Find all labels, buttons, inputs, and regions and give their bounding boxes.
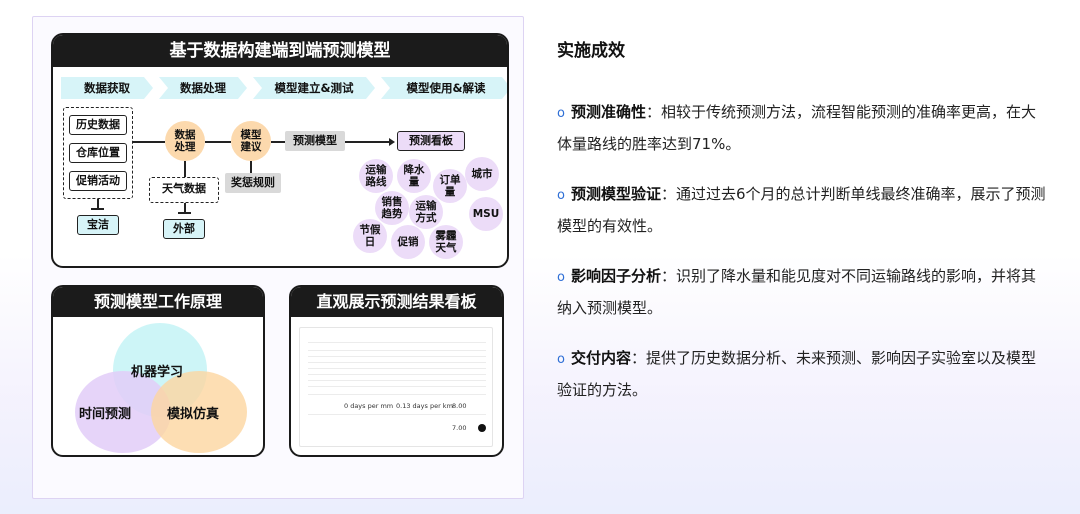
- connector-line: [184, 203, 186, 213]
- venn-sim: [151, 371, 247, 453]
- factor-city: 城市: [465, 157, 499, 191]
- external-source: 外部: [163, 219, 205, 239]
- bullet-circle-icon: o: [557, 352, 565, 367]
- stage-data-processing: 数据处理: [159, 77, 247, 99]
- weather-data: 天气数据: [162, 182, 206, 195]
- stage-bar: 数据获取 数据处理 模型建立&测试 模型使用&解读: [61, 77, 509, 99]
- stage-model-build: 模型建立&测试: [253, 77, 375, 99]
- source-client: 宝洁: [77, 215, 119, 235]
- process-circle: 数据 处理: [165, 121, 205, 161]
- table-row: [308, 414, 486, 415]
- metric-value-7: 7.00: [452, 424, 467, 432]
- factor-smog: 雾霾 天气: [429, 225, 463, 259]
- result-item-validation: o 预测模型验证：通过过去6个月的总计判断单线最终准确率，展示了预测模型的有效性。: [557, 179, 1047, 241]
- board-card: 直观展示预测结果看板 0 days per mm 0.13 days per k…: [289, 285, 504, 457]
- factor-rainfall: 降水 量: [397, 159, 431, 193]
- connector-line: [91, 208, 104, 210]
- source-history-data: 历史数据: [69, 115, 127, 135]
- pipeline-diagram-card: 基于数据构建端到端预测模型 数据获取 数据处理 模型建立&测试 模型使用&解读 …: [51, 33, 509, 268]
- result-text: ：提供了历史数据分析、未来预测、影响因子实验室以及模型验证的方法。: [557, 349, 1036, 399]
- dashboard-screenshot: 0 days per mm 0.13 days per km 8.00 7.00: [299, 327, 493, 447]
- connector-line: [184, 161, 186, 177]
- left-panel: 基于数据构建端到端预测模型 数据获取 数据处理 模型建立&测试 模型使用&解读 …: [32, 16, 524, 499]
- predict-model-box: 预测模型: [285, 131, 345, 151]
- connector-line: [250, 161, 252, 173]
- result-text: ：通过过去6个月的总计判断单线最终准确率，展示了预测模型的有效性。: [557, 185, 1046, 235]
- metric-days-per-mm: 0 days per mm: [344, 402, 394, 410]
- table-row: [308, 362, 486, 363]
- metric-days-per-km: 0.13 days per km: [396, 402, 453, 410]
- table-row: [308, 342, 486, 343]
- factor-promotion: 促销: [391, 225, 425, 259]
- result-label: 影响因子分析: [570, 267, 661, 285]
- dashboard-action-dot: [478, 424, 486, 432]
- connector-line: [133, 141, 165, 143]
- principle-title: 预测模型工作原理: [53, 287, 263, 317]
- result-label: 预测模型验证: [570, 185, 661, 203]
- board-title: 直观展示预测结果看板: [291, 287, 502, 317]
- stage-data-acquisition: 数据获取: [61, 77, 153, 99]
- results-section: 实施成效 o 预测准确性：相较于传统预测方法，流程智能预测的准确率更高，在大体量路…: [557, 36, 1047, 425]
- results-heading: 实施成效: [557, 41, 625, 61]
- connector-line: [345, 141, 389, 143]
- connector-line: [271, 141, 285, 143]
- source-group: [63, 107, 133, 199]
- venn-label-sim: 模拟仿真: [167, 407, 220, 422]
- stage-model-use: 模型使用&解读: [381, 77, 509, 99]
- factor-transport-mode: 运输 方式: [409, 195, 443, 229]
- bullet-circle-icon: o: [557, 188, 565, 203]
- result-item-accuracy: o 预测准确性：相较于传统预测方法，流程智能预测的准确率更高，在大体量路线的胜率达…: [557, 97, 1047, 159]
- bullet-circle-icon: o: [557, 106, 565, 121]
- table-row: [308, 386, 486, 387]
- result-text: ：识别了降水量和能见度对不同运输路线的影响，并将其纳入预测模型。: [557, 267, 1036, 317]
- table-row: [308, 368, 486, 369]
- result-item-deliverables: o 交付内容：提供了历史数据分析、未来预测、影响因子实验室以及模型验证的方法。: [557, 343, 1047, 405]
- bullet-circle-icon: o: [557, 270, 565, 285]
- venn-label-ml: 机器学习: [131, 365, 184, 380]
- venn-label-time: 时间预测: [79, 407, 132, 422]
- weather-group: [149, 177, 219, 203]
- source-warehouse: 仓库位置: [69, 143, 127, 163]
- factor-orders: 订单 量: [433, 169, 467, 203]
- principle-card: 预测模型工作原理 机器学习 时间预测 模拟仿真: [51, 285, 265, 457]
- connector-line: [205, 141, 231, 143]
- result-text: ：相较于传统预测方法，流程智能预测的准确率更高，在大体量路线的胜率达到71%。: [557, 103, 1036, 153]
- source-promotion: 促销活动: [69, 171, 127, 191]
- factor-holiday: 节假 日: [353, 219, 387, 253]
- connector-line: [178, 212, 191, 214]
- connector-line: [97, 199, 99, 209]
- metric-value-8: 8.00: [452, 402, 467, 410]
- predict-board-box: 预测看板: [397, 131, 465, 151]
- table-row: [308, 374, 486, 375]
- pipeline-title: 基于数据构建端到端预测模型: [53, 35, 507, 67]
- factor-route: 运输 路线: [359, 159, 393, 193]
- result-label: 交付内容: [570, 349, 631, 367]
- table-row: [308, 350, 486, 351]
- table-row: [308, 394, 486, 395]
- model-suggest-circle: 模型 建议: [231, 121, 271, 161]
- table-row: [308, 356, 486, 357]
- table-row: [308, 380, 486, 381]
- reward-rules-box: 奖惩规则: [225, 173, 281, 193]
- factor-msu: MSU: [469, 197, 503, 231]
- arrow-head: [389, 138, 395, 146]
- result-item-factors: o 影响因子分析：识别了降水量和能见度对不同运输路线的影响，并将其纳入预测模型。: [557, 261, 1047, 323]
- result-label: 预测准确性: [570, 103, 646, 121]
- factor-sales-trend: 销售 趋势: [375, 191, 409, 225]
